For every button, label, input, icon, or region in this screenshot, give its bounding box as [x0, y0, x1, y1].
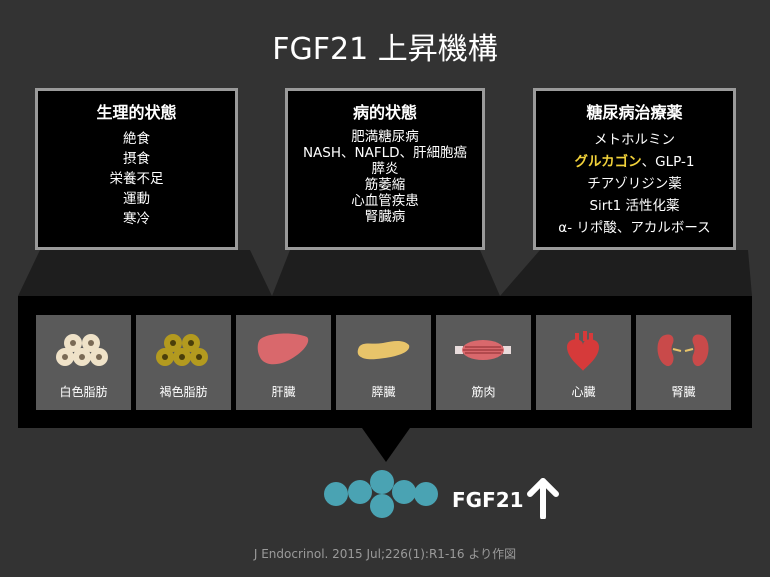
fgf21-label: FGF21: [452, 488, 524, 512]
box-item: 寒冷: [123, 211, 150, 227]
box-item: メトホルミン: [594, 132, 675, 148]
organ-label: 心臓: [571, 385, 596, 399]
box-item: 絶食: [123, 131, 150, 147]
white-fat-icon: [56, 334, 108, 366]
glucagon-highlight: グルカゴン: [574, 154, 642, 170]
organ-label: 膵臓: [371, 385, 396, 399]
organ-tile-liver: 肝臓: [236, 315, 331, 410]
pathological-state-box: 病的状態 肥満糖尿病 NASH、NAFLD、肝細胞癌 膵炎 筋萎縮 心血管疾患 …: [285, 88, 485, 250]
connector-left: [18, 250, 272, 296]
organ-tile-white-fat: 白色脂肪: [36, 315, 131, 410]
organ-label: 筋肉: [471, 385, 496, 399]
pancreas-icon: [357, 341, 410, 360]
connector-right: [500, 250, 752, 296]
liver-icon: [257, 333, 309, 365]
box-item: 肥満糖尿病: [351, 129, 419, 145]
physiological-state-box: 生理的状態 絶食 摂食 栄養不足 運動 寒冷: [35, 88, 238, 250]
box-item: 心血管疾患: [351, 193, 419, 209]
organ-band: 白色脂肪 褐色脂肪 肝臓 膵臓 筋肉: [18, 296, 752, 428]
box-item: 摂食: [123, 151, 150, 167]
organ-label: 褐色脂肪: [159, 385, 208, 399]
fgf21-molecule-icon: [324, 470, 438, 518]
muscle-icon: [455, 340, 511, 360]
up-arrow-icon: [527, 478, 559, 519]
organ-tile-brown-fat: 褐色脂肪: [136, 315, 231, 410]
organ-tile-muscle: 筋肉: [436, 315, 531, 410]
box-item: GLP-1: [655, 154, 695, 170]
output-pointer: [362, 428, 410, 462]
organ-label: 肝臓: [271, 385, 296, 399]
box-item: 運動: [123, 191, 150, 207]
box-item-glucagon-row: グルカゴン、GLP-1: [536, 151, 733, 173]
connector-center: [272, 250, 500, 296]
box-item: 膵炎: [371, 161, 399, 177]
separator: 、: [641, 154, 656, 170]
organ-tile-kidney: 腎臓: [636, 315, 731, 410]
organ-tile-pancreas: 膵臓: [336, 315, 431, 410]
box-item: 腎臓病: [364, 209, 406, 225]
box-heading: 病的状態: [352, 103, 417, 122]
brown-fat-icon: [156, 334, 208, 366]
diabetes-drug-box: 糖尿病治療薬 メトホルミン グルカゴン、GLP-1 チアゾリジン薬 Sirt1 …: [533, 88, 736, 250]
organ-tile-heart: 心臓: [536, 315, 631, 410]
box-heading: 糖尿病治療薬: [586, 103, 683, 122]
heart-icon: [567, 331, 599, 371]
page-title: FGF21 上昇機構: [272, 32, 498, 67]
box-item: NASH、NAFLD、肝細胞癌: [302, 145, 468, 161]
box-item: チアゾリジン薬: [587, 176, 682, 192]
organ-label: 腎臓: [671, 385, 696, 399]
box-item: 筋萎縮: [364, 177, 406, 193]
box-item: 栄養不足: [109, 171, 164, 187]
box-item: α- リポ酸、アカルボース: [558, 220, 711, 236]
citation: J Endocrinol. 2015 Jul;226(1):R1-16 より作図: [253, 547, 517, 561]
organ-label: 白色脂肪: [59, 385, 108, 399]
box-item: Sirt1 活性化薬: [589, 198, 680, 214]
box-heading: 生理的状態: [96, 103, 177, 122]
kidney-icon: [657, 334, 709, 367]
